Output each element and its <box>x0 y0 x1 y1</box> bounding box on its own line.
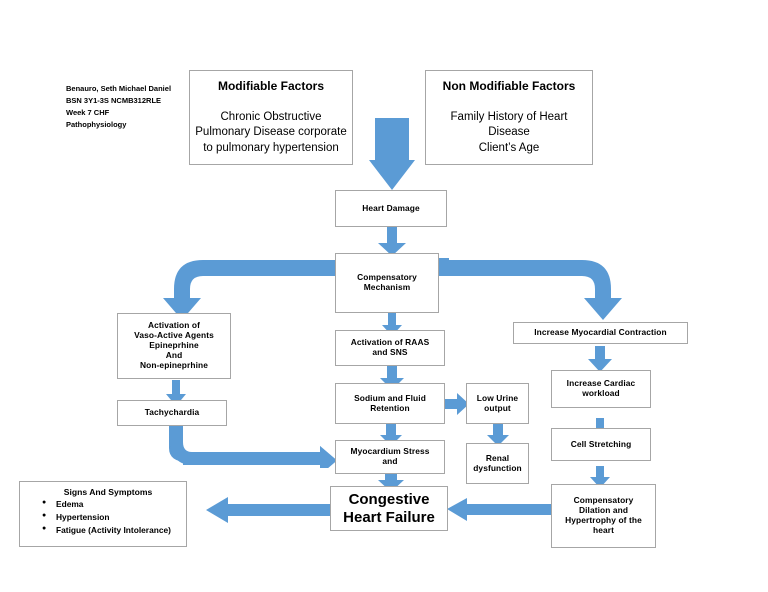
arrow-compensatory-to-myocardial-contraction <box>435 255 625 320</box>
signs-and-symptoms-title: Signs And Symptoms <box>63 487 153 497</box>
modifiable-factors-body: Chronic Obstructive Pulmonary Disease co… <box>195 111 347 154</box>
node-non-modifiable-factors[interactable]: Non Modifiable Factors Family History of… <box>425 70 593 165</box>
non-modifiable-factors-title: Non Modifiable Factors <box>442 79 576 94</box>
arrow-myocardium-stress-to-chf <box>378 470 404 492</box>
node-modifiable-factors[interactable]: Modifiable Factors Chronic Obstructive P… <box>189 70 353 165</box>
node-myocardium-stress[interactable]: Myocardium Stress and <box>335 440 445 474</box>
arrow-vaso-active-to-tachychardia <box>166 380 186 406</box>
node-activation-raas-sns[interactable]: Activation of RAAS and SNS <box>335 330 445 366</box>
arrow-heart-damage-to-compensatory <box>378 226 406 256</box>
node-tachychardia[interactable]: Tachychardia <box>117 400 227 426</box>
modifiable-factors-title: Modifiable Factors <box>217 79 324 94</box>
arrow-low-urine-to-renal-dysfunction <box>487 424 509 446</box>
node-vaso-active-agents[interactable]: Activation of Vaso-Active Agents Epinepr… <box>117 313 231 379</box>
arrow-myocardial-contraction-to-cardiac-workload <box>588 346 612 372</box>
arrow-tachychardia-to-myocardium-stress <box>152 424 337 468</box>
node-increase-cardiac-workload[interactable]: Increase Cardiac workload <box>551 370 651 408</box>
list-item: Fatigue (Activity Intolerance) <box>42 525 180 536</box>
node-sodium-fluid-retention[interactable]: Sodium and Fluid Retention <box>335 383 445 424</box>
list-item: Hypertension <box>42 512 180 523</box>
non-modifiable-factors-body: Family History of Heart Disease Client’s… <box>450 111 568 154</box>
node-renal-dysfunction[interactable]: Renal dysfunction <box>466 443 529 484</box>
arrow-sodium-retention-to-low-urine <box>445 393 469 415</box>
node-cell-stretching[interactable]: Cell Stretching <box>551 428 651 461</box>
node-compensatory-dilation[interactable]: Compensatory Dilation and Hypertrophy of… <box>551 484 656 548</box>
arrow-compensatory-dilation-to-chf <box>447 496 557 522</box>
node-congestive-heart-failure[interactable]: Congestive Heart Failure <box>330 486 448 531</box>
author-note: Benauro, Seth Michael Daniel BSN 3Y1-3S … <box>66 84 172 130</box>
arrow-compensatory-to-vaso-active <box>160 255 350 320</box>
list-item: Edema <box>42 499 180 510</box>
signs-and-symptoms-panel[interactable]: Signs And Symptoms Edema Hypertension Fa… <box>19 481 187 547</box>
arrow-cell-stretching-to-compensatory-dilation <box>590 466 610 488</box>
node-heart-damage[interactable]: Heart Damage <box>335 190 447 227</box>
node-compensatory-mechanism[interactable]: Compensatory Mechanism <box>335 253 439 313</box>
arrow-factors-to-heart-damage <box>369 118 415 190</box>
node-low-urine-output[interactable]: Low Urine output <box>466 383 529 424</box>
node-increase-myocardial-contraction[interactable]: Increase Myocardial Contraction <box>513 322 688 344</box>
arrow-chf-to-signs-symptoms <box>206 496 330 524</box>
signs-and-symptoms-list: Edema Hypertension Fatigue (Activity Int… <box>26 499 180 536</box>
